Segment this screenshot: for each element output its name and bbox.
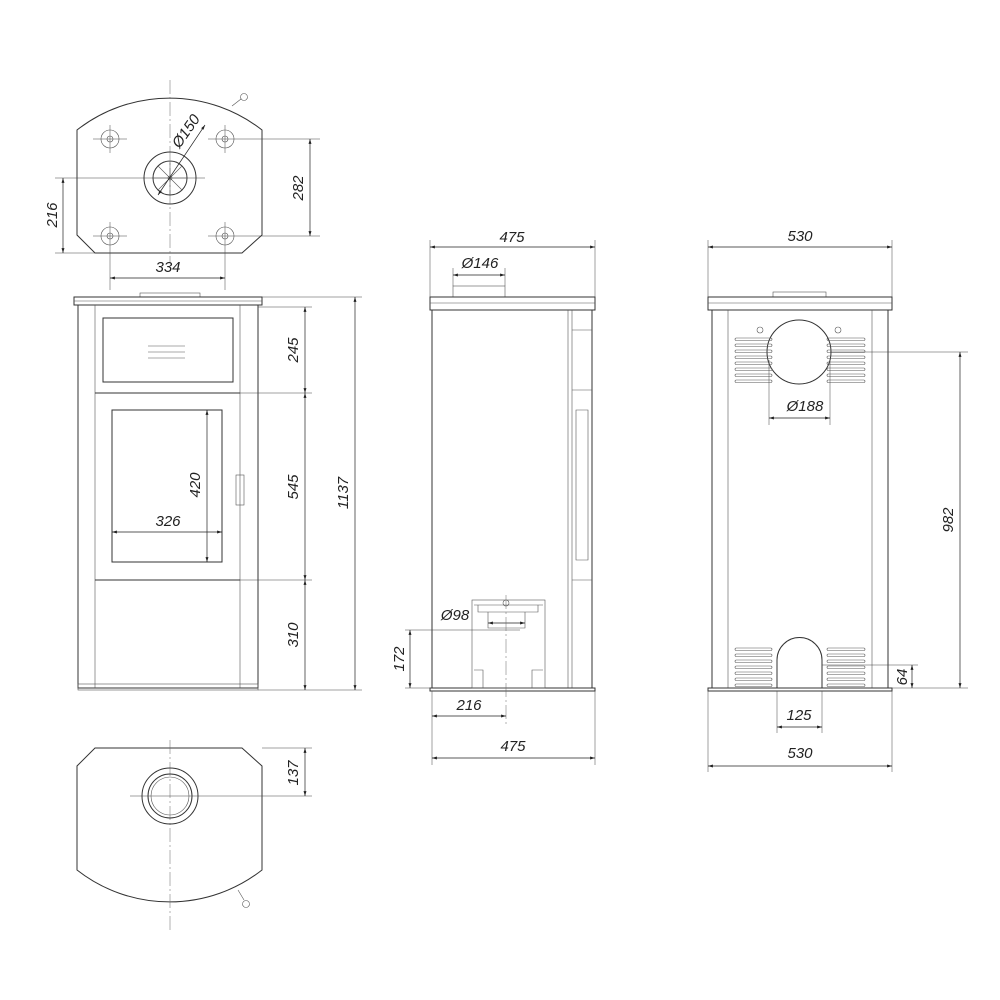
vent-slot — [734, 659, 773, 663]
front-view: 245 545 310 1137 420 326 — [73, 292, 362, 691]
vent-slot — [734, 647, 773, 651]
dim-982: 982 — [940, 507, 957, 533]
dim-420: 420 — [187, 472, 204, 498]
vent-slot — [826, 337, 866, 341]
dim-245: 245 — [285, 337, 302, 364]
vent-slot — [734, 337, 773, 341]
glass-door — [111, 409, 223, 563]
ash-drawer — [102, 317, 234, 383]
vent-slot — [826, 343, 866, 347]
door-handle — [235, 474, 245, 506]
air-inlet-box — [471, 599, 546, 689]
knob-icon — [240, 93, 248, 101]
vent-slot — [826, 671, 866, 675]
vent-slot — [826, 361, 866, 365]
vent-slot — [826, 379, 866, 383]
dim-475-top: 475 — [499, 229, 525, 246]
vent-slot — [734, 379, 773, 383]
dim-137: 137 — [285, 760, 302, 786]
vent-slot — [734, 373, 773, 377]
dim-326: 326 — [155, 513, 181, 530]
dim-282: 282 — [290, 175, 307, 202]
vent-slot — [734, 367, 773, 371]
dim-530-bottom: 530 — [787, 745, 813, 762]
dim-back-flue-diameter: Ø188 — [786, 398, 824, 415]
bottom-view: 137 — [76, 740, 312, 930]
dim-530-top: 530 — [787, 228, 813, 245]
vent-slot — [734, 683, 773, 687]
vent-slot — [826, 659, 866, 663]
vent-slot — [826, 349, 866, 353]
back-air-inlet — [776, 637, 823, 688]
back-flue-outlet — [766, 319, 832, 385]
vent-slot — [734, 349, 773, 353]
dim-64: 64 — [894, 669, 911, 686]
dim-545: 545 — [285, 474, 302, 500]
back-view: 530 Ø188 982 64 125 530 — [707, 228, 968, 772]
dim-216-top: 216 — [44, 202, 61, 229]
vent-slot — [734, 343, 773, 347]
bottom-flue-ring — [141, 767, 199, 825]
vent-slot — [826, 355, 866, 359]
dim-1137: 1137 — [335, 476, 352, 509]
vent-slot — [826, 367, 866, 371]
vent-slot — [734, 355, 773, 359]
vent-slot — [826, 677, 866, 681]
dim-216-side: 216 — [455, 697, 482, 714]
dim-310: 310 — [285, 622, 302, 648]
vent-slot — [826, 653, 866, 657]
vent-slot — [734, 677, 773, 681]
vent-slot — [826, 373, 866, 377]
mounting-holes — [93, 125, 320, 290]
dim-125: 125 — [786, 707, 812, 724]
dim-172: 172 — [391, 646, 408, 672]
vent-slot — [734, 361, 773, 365]
dim-top-flue-diameter: Ø150 — [168, 111, 204, 152]
dim-side-inlet-diameter: Ø98 — [440, 607, 470, 624]
knob-icon — [242, 900, 250, 908]
vent-slot — [826, 647, 866, 651]
vent-slot — [734, 671, 773, 675]
dim-side-flue-diameter: Ø146 — [461, 255, 499, 272]
top-view: Ø150 282 216 334 — [44, 80, 320, 290]
dim-475-bottom: 475 — [500, 738, 526, 755]
vent-slot — [734, 665, 773, 669]
vent-slot — [734, 653, 773, 657]
vent-slot — [826, 683, 866, 687]
vent-slot — [826, 665, 866, 669]
dim-334: 334 — [155, 259, 180, 276]
side-view: 475 Ø146 Ø98 172 216 475 — [391, 229, 596, 765]
